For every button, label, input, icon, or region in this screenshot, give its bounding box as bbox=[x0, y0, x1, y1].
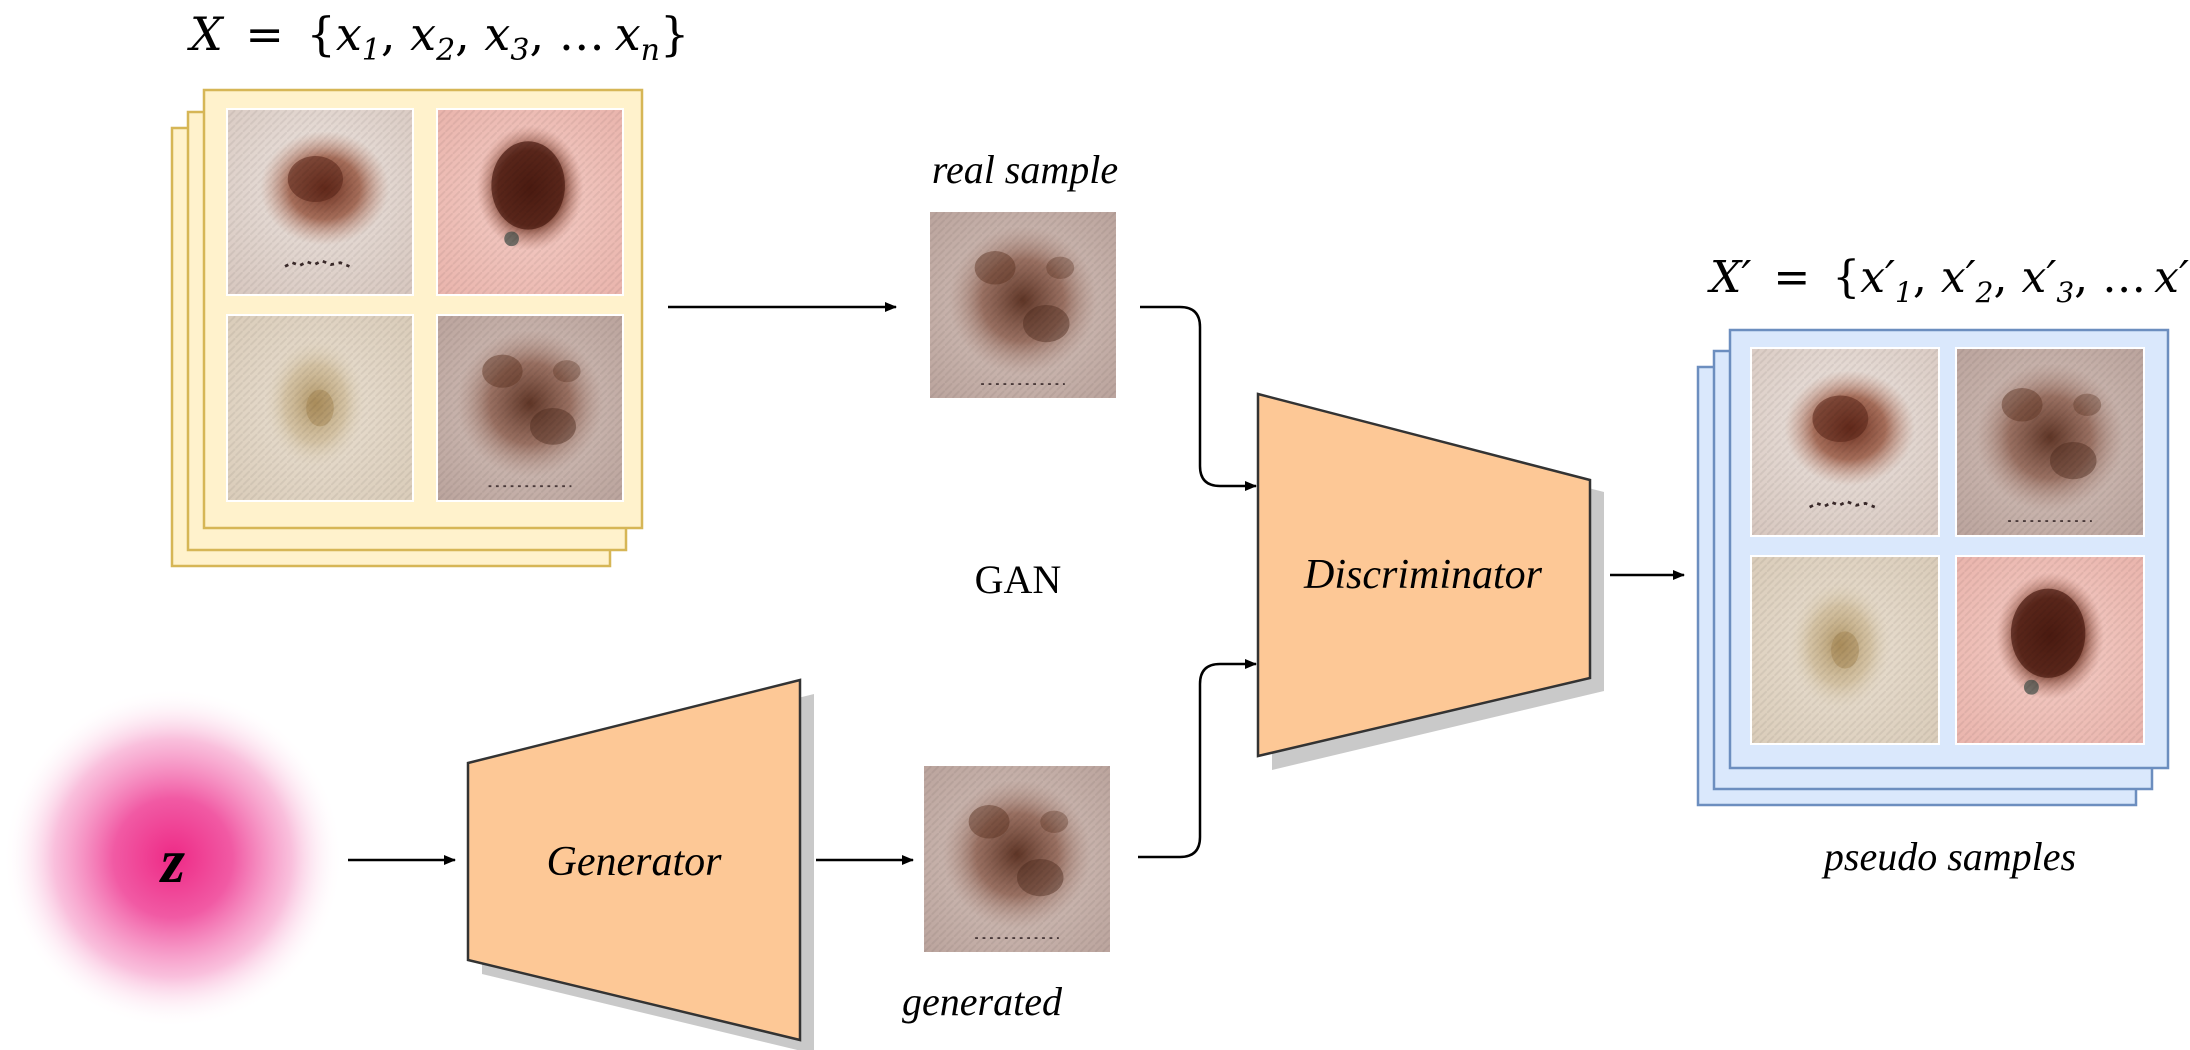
generated-label: generated bbox=[902, 979, 1063, 1024]
gan-label: GAN bbox=[975, 557, 1062, 602]
discriminator-label: Discriminator bbox=[1303, 552, 1543, 598]
generator-label: Generator bbox=[547, 839, 723, 885]
pseudo-set-formula: X′ = {x′1, x′2, x′3, …x′n} bbox=[1707, 252, 2190, 309]
discriminator-block: Discriminator bbox=[1256, 392, 1604, 770]
pseudo-image-3 bbox=[1750, 555, 1940, 745]
pseudo-samples-label: pseudo samples bbox=[1821, 834, 2076, 879]
real-sample-label: real sample bbox=[932, 147, 1118, 192]
real-set-formula: X = {x1, x2, x3, …xn} bbox=[187, 7, 689, 68]
generator-block: Generator bbox=[466, 678, 814, 1050]
generated-image bbox=[924, 766, 1110, 952]
noise-source: z bbox=[3, 688, 343, 1028]
pseudo-image-1 bbox=[1750, 347, 1940, 537]
arrow-real-to-discriminator bbox=[1140, 305, 1257, 491]
real-sample-image bbox=[930, 212, 1116, 398]
real-samples-stack bbox=[170, 88, 644, 568]
real-image-4 bbox=[436, 314, 624, 502]
noise-label: z bbox=[159, 828, 185, 896]
pseudo-image-4 bbox=[1955, 555, 2145, 745]
real-image-1 bbox=[226, 108, 414, 296]
arrow-generated-to-discriminator bbox=[1138, 659, 1257, 859]
real-image-2 bbox=[436, 108, 624, 296]
pseudo-image-2 bbox=[1955, 347, 2145, 537]
real-image-3 bbox=[226, 314, 414, 502]
pseudo-samples-stack bbox=[1696, 328, 2170, 807]
